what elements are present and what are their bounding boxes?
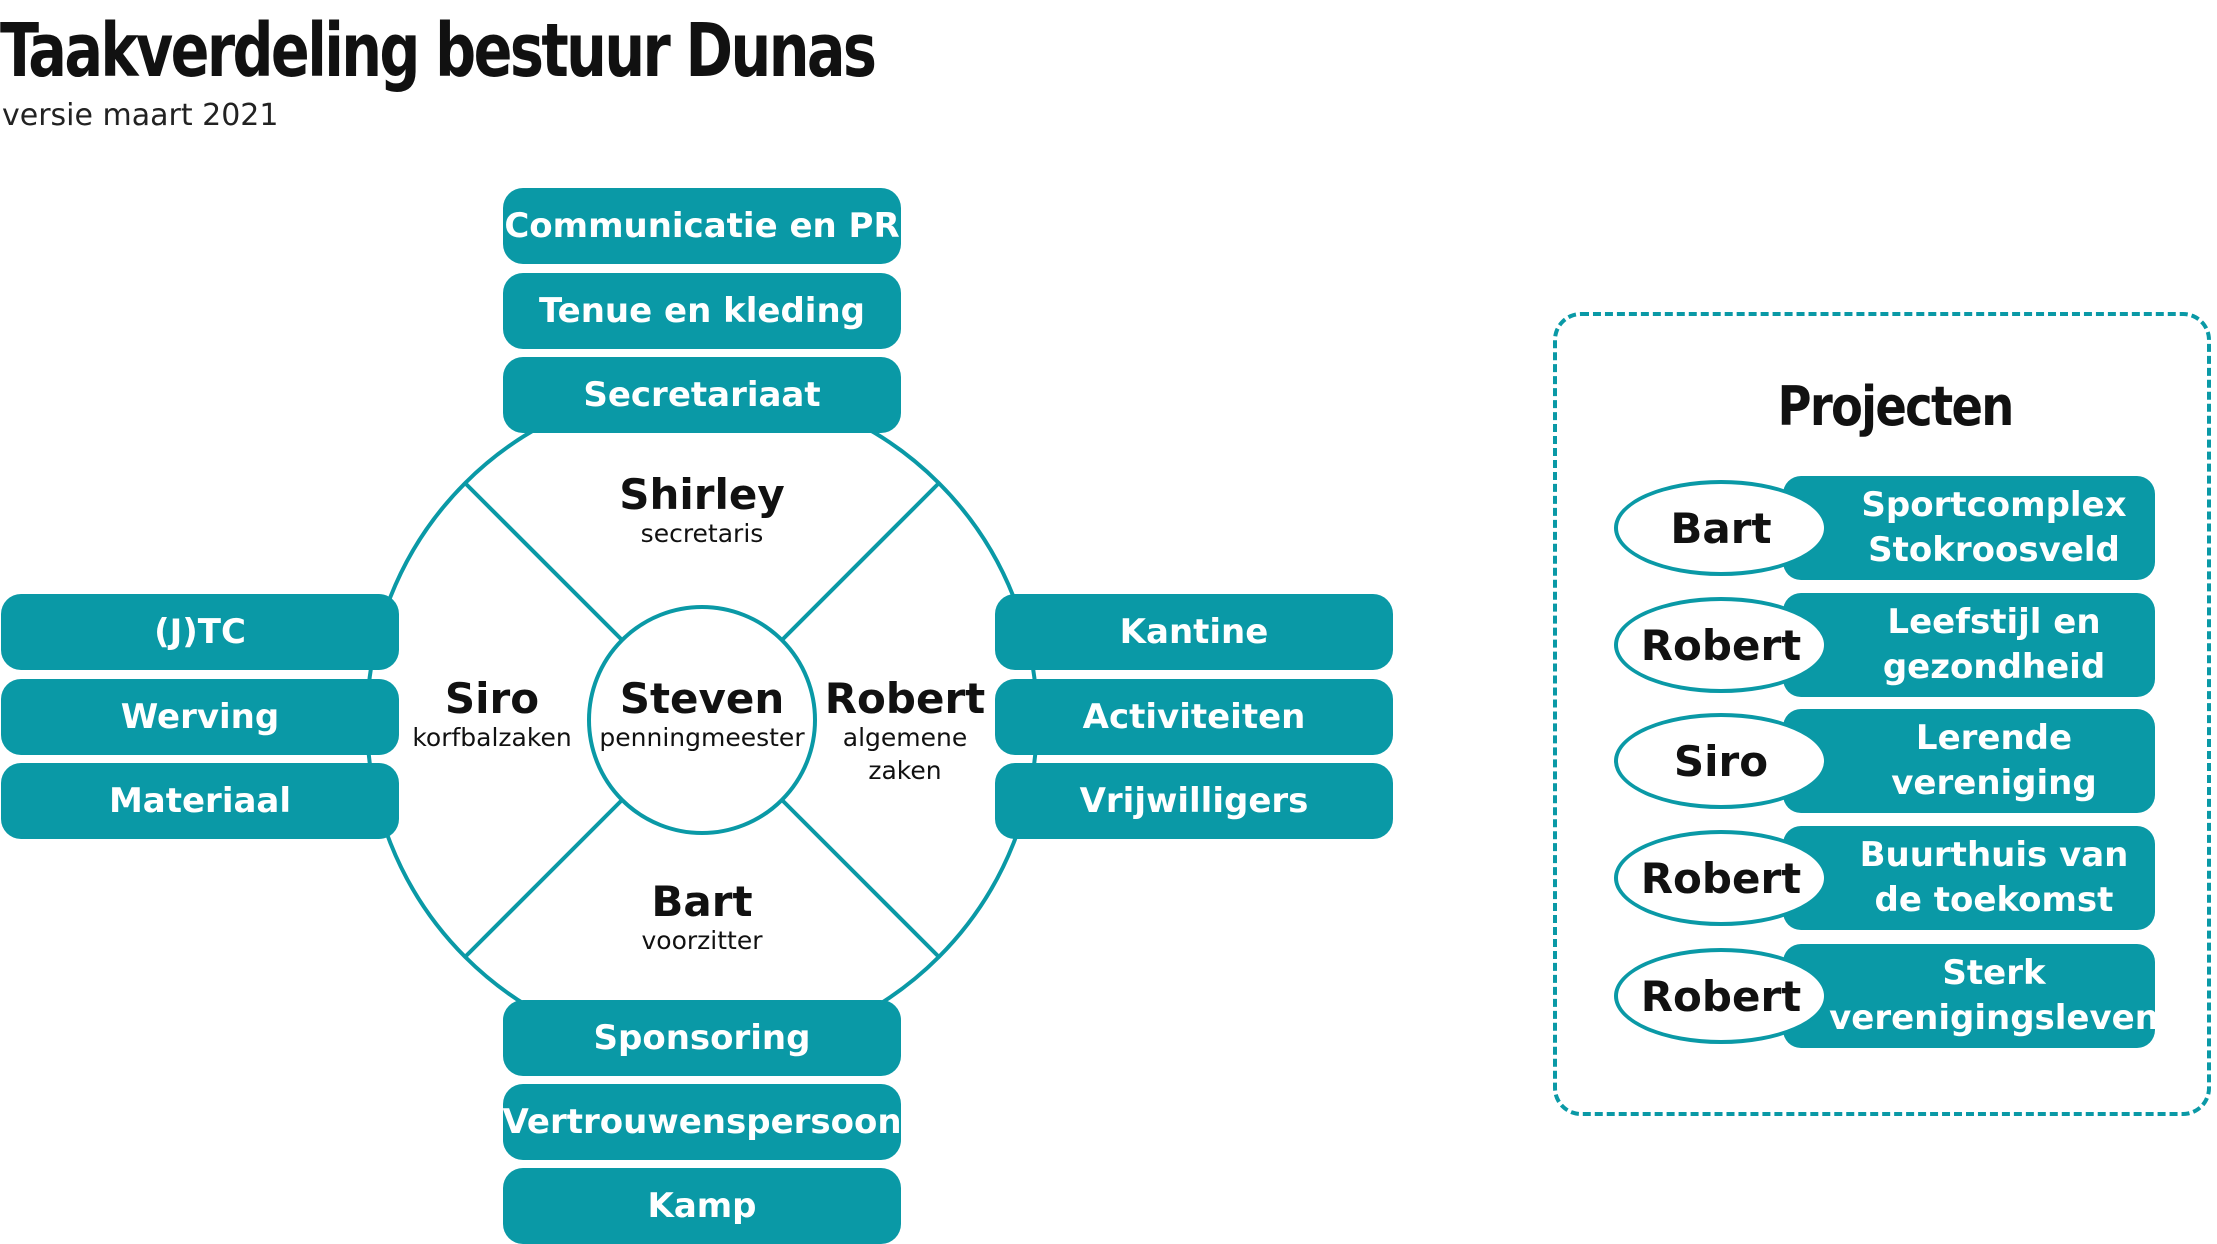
task-bottom-1: Sponsoring [503,1000,901,1076]
project-1-person: Bart [1614,480,1828,576]
project-5-line1: Sterk [1942,953,2046,993]
center-person-role: penningmeester [599,723,805,752]
project-1-line1: Sportcomplex [1861,485,2127,525]
top-person-role: secretaris [640,519,764,548]
top-person-name: Shirley [619,470,785,519]
project-4-line1: Buurthuis van [1859,835,2129,875]
task-bottom-2: Vertrouwenspersoon [502,1084,902,1160]
task-top-2: Tenue en kleding [503,273,901,349]
left-person-name: Siro [444,674,540,723]
spoke-bottom-right [780,798,941,959]
task-left-1: (J)TC [1,594,399,670]
task-wheel [365,383,1039,1057]
project-5-person: Robert [1614,948,1828,1044]
project-1-line2: Stokroosveld [1868,530,2120,570]
bottom-person-name: Bart [651,877,753,926]
center-circle [587,605,817,835]
left-person-role: korfbalzaken [412,723,572,752]
project-4: Buurthuis van de toekomst [1783,826,2155,930]
right-person-role-line1: algemene [842,723,968,752]
right-person-role-line2: zaken [868,756,942,785]
task-bottom-3: Kamp [503,1168,901,1244]
project-2: Leefstijl en gezondheid [1783,593,2155,697]
project-3-line2: vereniging [1891,763,2097,803]
spoke-top-right [780,481,941,642]
spoke-top-left [463,481,624,642]
project-2-line1: Leefstijl en [1887,602,2101,642]
project-5: Sterk verenigingsleven [1783,944,2159,1048]
task-top-3: Secretariaat [503,357,901,433]
task-right-2: Activiteiten [995,679,1393,755]
page-title: Taakverdeling bestuur Dunas [0,8,877,94]
projects-title: Projecten [1777,375,2015,438]
center-person-name: Steven [619,674,785,723]
bottom-person-role: voorzitter [641,926,763,955]
page-subtitle: versie maart 2021 [2,98,279,133]
project-4-person: Robert [1614,830,1828,926]
project-2-line2: gezondheid [1882,647,2106,687]
project-3-line1: Lerende [1915,718,2073,758]
task-left-2: Werving [1,679,399,755]
spoke-bottom-left [463,798,624,959]
projects-panel [1553,312,2211,1116]
project-5-line2: verenigingsleven [1829,998,2159,1038]
project-3-person: Siro [1614,713,1828,809]
task-top-1: Communicatie en PR [503,188,901,264]
project-2-person: Robert [1614,597,1828,693]
task-right-3: Vrijwilligers [995,763,1393,839]
project-3: Lerende vereniging [1783,709,2155,813]
project-4-line2: de toekomst [1874,880,2114,920]
task-right-1: Kantine [995,594,1393,670]
right-person-name: Robert [824,674,986,723]
task-left-3: Materiaal [1,763,399,839]
